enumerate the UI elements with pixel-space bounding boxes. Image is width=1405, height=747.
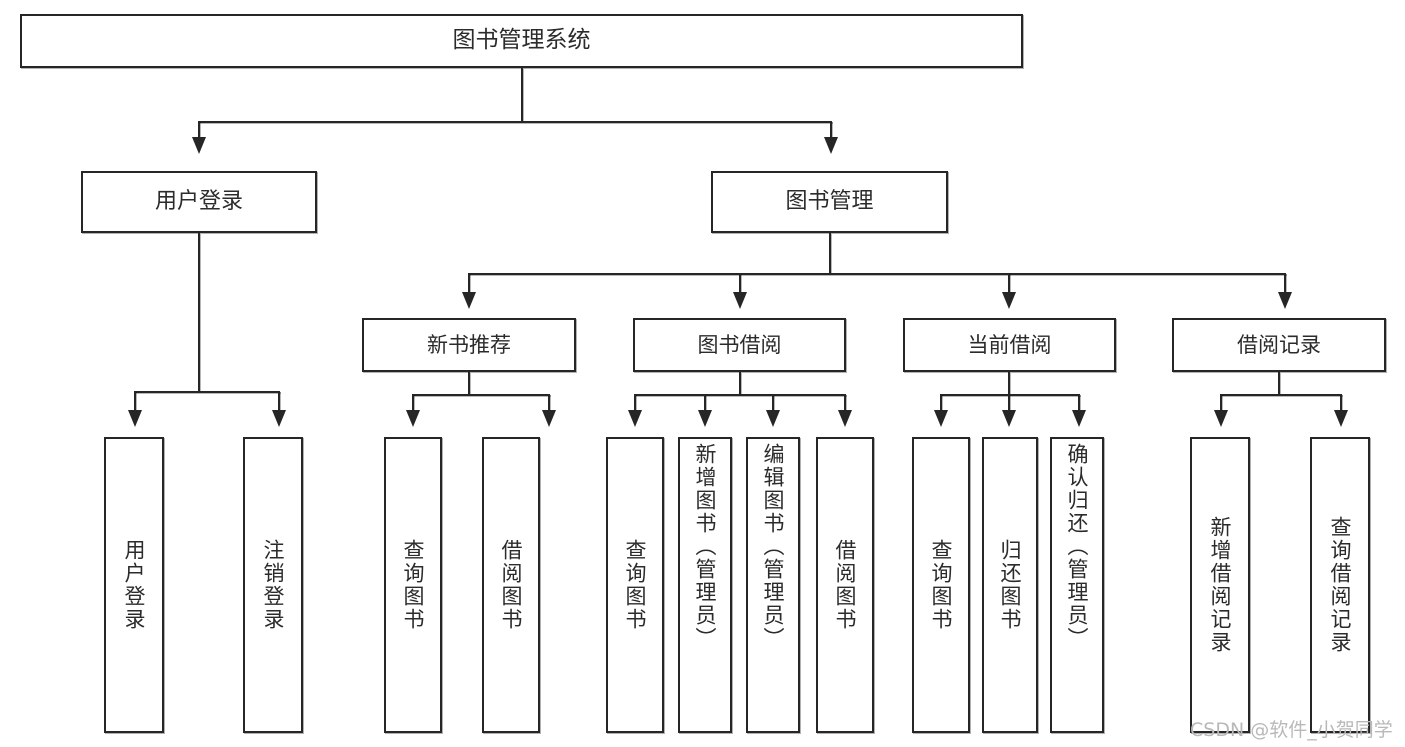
connector-br-drop-1 <box>1220 394 1222 414</box>
node-root[interactable]: 图书管理系统 <box>20 14 1023 68</box>
arrow-to-leaf-borrow-book-1 <box>542 410 556 427</box>
connector-br-stem <box>1278 372 1280 394</box>
connector-level3-bus <box>468 273 1286 275</box>
connector-user-login-bus <box>134 391 280 393</box>
connector-br-bus <box>1220 394 1342 396</box>
node-user-login-label: 用户登录 <box>154 189 243 215</box>
arrow-to-book-management <box>824 137 838 154</box>
leaf-confirm-return-label: 确认归还（管理员） <box>1065 443 1090 650</box>
leaf-add-borrow-record[interactable]: 新增借阅记录 <box>1190 437 1250 733</box>
connector-user-login-stem <box>198 233 200 391</box>
leaf-borrow-book-new-recommend[interactable]: 借阅图书 <box>482 437 540 733</box>
node-new-book-recommend[interactable]: 新书推荐 <box>362 318 576 372</box>
arrow-to-user-login <box>192 137 206 154</box>
node-new-book-recommend-label: 新书推荐 <box>427 332 511 357</box>
leaf-user-login[interactable]: 用户登录 <box>104 437 164 733</box>
arrow-to-leaf-query-record <box>1334 410 1348 427</box>
arrow-to-current-borrow <box>1002 292 1016 309</box>
connector-nbr-drop-1 <box>412 394 414 414</box>
connector-level3-drop-1 <box>468 273 470 296</box>
arrow-to-leaf-user-login <box>128 410 142 427</box>
leaf-add-book-label: 新增图书（管理员） <box>693 443 718 650</box>
connector-book-management-stem <box>829 233 831 273</box>
arrow-to-new-book-recommend <box>462 292 476 309</box>
leaf-add-record-label: 新增借阅记录 <box>1208 516 1233 654</box>
node-book-borrow-label: 图书借阅 <box>697 332 782 357</box>
csdn-watermark: CSDN @软件_小贺同学 <box>1190 719 1393 741</box>
connector-bb-bus <box>634 394 846 396</box>
leaf-edit-book[interactable]: 编辑图书（管理员） <box>746 437 800 733</box>
leaf-query-borrow-record[interactable]: 查询借阅记录 <box>1310 437 1370 733</box>
arrow-to-leaf-logout-login <box>272 410 286 427</box>
leaf-edit-book-label: 编辑图书（管理员） <box>761 443 786 650</box>
arrow-to-leaf-add-book <box>698 410 712 427</box>
connector-root-stem <box>521 68 523 121</box>
leaf-return-book-label: 归还图书 <box>998 539 1023 631</box>
node-user-login[interactable]: 用户登录 <box>81 171 317 233</box>
connector-bb-drop-4 <box>844 394 846 414</box>
connector-br-drop-2 <box>1340 394 1342 414</box>
connector-cb-drop-3 <box>1078 394 1080 414</box>
connector-level3-drop-3 <box>1008 273 1010 296</box>
connector-cb-stem <box>1008 372 1010 394</box>
connector-bb-drop-1 <box>634 394 636 414</box>
connector-level3-drop-2 <box>739 273 741 296</box>
connector-cb-drop-1 <box>940 394 942 414</box>
connector-cb-bus <box>940 394 1080 396</box>
connector-root-drop-left <box>198 121 200 143</box>
leaf-query-book-current[interactable]: 查询图书 <box>912 437 970 733</box>
node-borrow-record[interactable]: 借阅记录 <box>1172 318 1386 372</box>
connector-user-login-drop-2 <box>278 391 280 414</box>
connector-root-bus <box>198 121 832 123</box>
leaf-logout-login[interactable]: 注销登录 <box>243 437 303 733</box>
node-borrow-record-label: 借阅记录 <box>1237 332 1321 357</box>
leaf-borrow-book-borrow[interactable]: 借阅图书 <box>816 437 874 733</box>
arrow-to-leaf-borrow-book-2 <box>838 410 852 427</box>
connector-root-drop-right <box>830 121 832 143</box>
connector-bb-drop-2 <box>704 394 706 414</box>
node-book-management[interactable]: 图书管理 <box>711 171 948 233</box>
connector-user-login-drop-1 <box>134 391 136 414</box>
arrow-to-leaf-return-book <box>1002 410 1016 427</box>
leaf-borrow-book-1-label: 借阅图书 <box>499 539 524 631</box>
leaf-add-book[interactable]: 新增图书（管理员） <box>678 437 732 733</box>
leaf-return-book[interactable]: 归还图书 <box>982 437 1038 733</box>
arrow-to-leaf-query-book-2 <box>628 410 642 427</box>
node-current-borrow-label: 当前借阅 <box>967 332 1052 357</box>
arrow-to-borrow-record <box>1278 292 1292 309</box>
node-root-label: 图书管理系统 <box>452 27 591 54</box>
connector-nbr-stem <box>468 372 470 394</box>
leaf-query-book-2-label: 查询图书 <box>623 539 648 631</box>
arrow-to-leaf-edit-book <box>766 410 780 427</box>
connector-bb-drop-3 <box>772 394 774 414</box>
connector-level3-drop-4 <box>1284 273 1286 296</box>
node-book-management-label: 图书管理 <box>785 189 874 215</box>
leaf-confirm-return[interactable]: 确认归还（管理员） <box>1050 437 1104 733</box>
leaf-query-book-1-label: 查询图书 <box>401 539 426 631</box>
arrow-to-leaf-confirm-return <box>1072 410 1086 427</box>
arrow-to-leaf-add-record <box>1214 410 1228 427</box>
arrow-to-leaf-query-book-3 <box>934 410 948 427</box>
leaf-query-record-label: 查询借阅记录 <box>1328 516 1353 654</box>
leaf-user-login-label: 用户登录 <box>122 539 147 631</box>
node-current-borrow[interactable]: 当前借阅 <box>903 318 1116 372</box>
connector-cb-drop-2 <box>1008 394 1010 414</box>
leaf-query-book-new-recommend[interactable]: 查询图书 <box>384 437 442 733</box>
node-book-borrow[interactable]: 图书借阅 <box>633 318 846 372</box>
connector-nbr-bus <box>412 394 550 396</box>
leaf-query-book-3-label: 查询图书 <box>929 539 954 631</box>
connector-bb-stem <box>739 372 741 394</box>
arrow-to-leaf-query-book-1 <box>406 410 420 427</box>
connector-nbr-drop-2 <box>548 394 550 414</box>
leaf-query-book-borrow[interactable]: 查询图书 <box>606 437 664 733</box>
arrow-to-book-borrow <box>733 292 747 309</box>
leaf-logout-login-label: 注销登录 <box>261 539 286 631</box>
leaf-borrow-book-2-label: 借阅图书 <box>833 539 858 631</box>
